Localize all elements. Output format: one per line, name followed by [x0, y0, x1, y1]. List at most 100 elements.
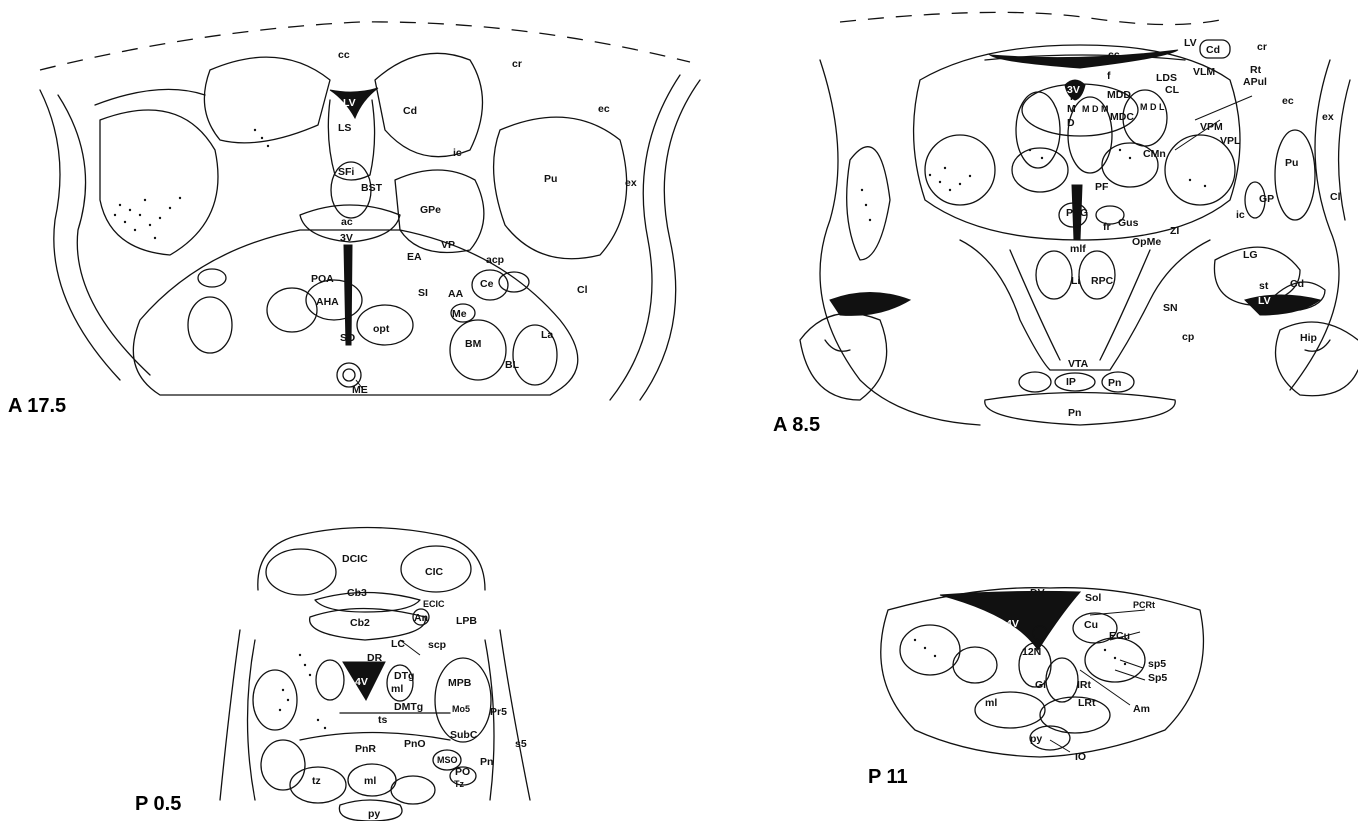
label-si: SI [418, 287, 428, 299]
label-pno: PnO [404, 738, 426, 750]
label-li: Li [1071, 275, 1080, 287]
label-ts: ts [378, 714, 387, 726]
label-io: IO [1075, 751, 1086, 763]
label-lv: LV [343, 97, 356, 109]
label-3v: 3V [1067, 84, 1080, 96]
label-gp: GP [1259, 193, 1274, 205]
section-p05: DCIC CIC Cb3 ECIC An Cb2 LPB LC scp DR D… [135, 528, 530, 821]
label-cb2: Cb2 [350, 617, 370, 629]
label-cmn: CMn [1143, 148, 1166, 160]
label-pnr: PnR [355, 743, 376, 755]
label-apul: APul [1243, 76, 1267, 88]
label-an: An [414, 612, 428, 624]
label-cd: Cd [1206, 44, 1220, 56]
label-mdd: MDD [1107, 89, 1131, 101]
label-acp: acp [486, 254, 504, 266]
label-lds: LDS [1156, 72, 1177, 84]
label-me: Me [452, 308, 467, 320]
label-bm: BM [465, 338, 482, 350]
label-ip: IP [1066, 376, 1076, 388]
label-sn: SN [1163, 302, 1178, 314]
label-scp: scp [428, 639, 446, 651]
label-ex: ex [625, 177, 637, 189]
label-cc: cc [338, 49, 350, 61]
label-cu: Cu [1084, 619, 1098, 631]
label-ic: ic [453, 147, 462, 159]
label-pr5: Pr5 [490, 706, 507, 718]
section-p11: DV Sol PCRt 4V Cu ECu 12N sp5 Sp5 Gi IRt… [868, 587, 1203, 788]
label-rt: Rt [1250, 64, 1262, 76]
label-lpb: LPB [456, 615, 477, 627]
label-dcic: DCIC [342, 553, 368, 565]
label-ml: ml [391, 683, 403, 695]
label-cl: Cl [577, 284, 588, 296]
label-pu: Pu [1285, 157, 1298, 169]
label-pn: Pn [1108, 377, 1121, 389]
label-ml: ml [985, 697, 997, 709]
label-mdl: M D L [1140, 102, 1165, 112]
label-lv: LV [1184, 37, 1197, 49]
stipple-a17 [114, 129, 269, 239]
label-gus: Gus [1118, 217, 1139, 229]
label-sp5-lower: sp5 [1148, 658, 1166, 670]
label-me-median: ME [352, 384, 368, 396]
label-ac: ac [341, 216, 353, 228]
label-cc: cc [1108, 49, 1120, 61]
section-title-p11: P 11 [868, 766, 908, 788]
label-gpe: GPe [420, 204, 441, 216]
label-aha: AHA [316, 296, 339, 308]
label-pn2: Pn [1068, 407, 1081, 419]
label-4v: 4V [355, 676, 368, 688]
label-cd: Cd [403, 105, 417, 117]
label-ml2: ml [364, 775, 376, 787]
label-sp5-upper: Sp5 [1148, 672, 1167, 684]
label-m: M [1067, 103, 1076, 115]
label-poa: POA [311, 273, 334, 285]
label-opme: OpMe [1132, 236, 1161, 248]
section-title-p05: P 0.5 [135, 793, 181, 815]
label-opt: opt [373, 323, 390, 335]
label-ec: ec [1282, 95, 1294, 107]
section-title-a17: A 17.5 [8, 395, 66, 417]
label-cb3: Cb3 [347, 587, 367, 599]
label-ce: Ce [480, 278, 494, 290]
label-fr: fr [1103, 221, 1111, 233]
label-mlf: mlf [1070, 243, 1086, 255]
label-gi: Gi [1035, 679, 1046, 691]
label-la: La [541, 329, 553, 341]
label-vpl: VPL [1220, 135, 1241, 147]
label-ls: LS [338, 122, 351, 134]
label-i: I [1070, 91, 1073, 103]
section-title-a8: A 8.5 [773, 414, 820, 436]
label-pn: Pn [480, 756, 493, 768]
label-st: st [1259, 280, 1269, 292]
label-mpb: MPB [448, 677, 472, 689]
label-dmtg: DMTg [394, 701, 423, 713]
label-pvg: PVG [1066, 207, 1088, 219]
label-zi: ZI [1170, 225, 1179, 237]
label-bl: BL [505, 359, 520, 371]
label-d: D [1067, 117, 1075, 129]
label-pu: Pu [544, 173, 557, 185]
label-sfi: SFi [338, 166, 354, 178]
label-vlm: VLM [1193, 66, 1215, 78]
label-vp: VP [441, 239, 455, 251]
label-tz2: Tz [454, 779, 464, 789]
label-rpc: RPC [1091, 275, 1114, 287]
label-mdc: MDC [1110, 111, 1134, 123]
label-ecu: ECu [1109, 630, 1130, 642]
label-lrt: LRt [1078, 697, 1096, 709]
label-cp: cp [1182, 331, 1194, 343]
label-4v: 4V [1006, 618, 1019, 630]
label-aa: AA [448, 288, 464, 300]
label-mdm: M D M [1082, 104, 1109, 114]
label-bst: BST [361, 182, 383, 194]
label-cr: cr [1257, 41, 1267, 53]
label-cl: CL [1165, 84, 1180, 96]
label-irt: IRt [1077, 679, 1092, 691]
label-3v: 3V [340, 232, 353, 244]
label-py: py [368, 808, 380, 820]
label-ex: ex [1322, 111, 1334, 123]
label-cic: CIC [425, 566, 444, 578]
